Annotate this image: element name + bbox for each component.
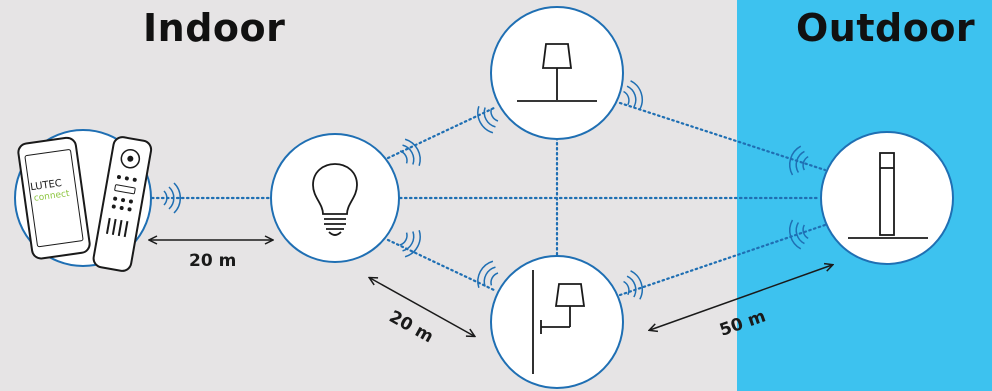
signal-wave-icon <box>477 106 499 134</box>
bollard-node <box>820 131 954 265</box>
distance-arrow-bulb-wall-lamp <box>370 278 474 336</box>
signal-wave-icon <box>623 270 643 300</box>
smartphone-icon: LUTEC connect <box>17 136 91 260</box>
signal-wave-icon <box>477 260 499 288</box>
distance-label-wall-lamp-bollard: 50 m <box>717 306 768 340</box>
signal-wave-icon <box>789 145 809 176</box>
phone-brand-name: LUTEC <box>30 178 63 193</box>
link-wall-lamp-bollard <box>618 223 827 297</box>
signal-wave-icon <box>399 138 421 166</box>
link-table-lamp-bollard <box>618 101 827 172</box>
signal-wave-icon <box>399 230 421 258</box>
distance-label-remote-bulb: 20 m <box>189 251 236 271</box>
wall-lamp-node <box>490 255 624 389</box>
distance-label-bulb-wall-lamp: 20 m <box>386 307 437 347</box>
light-bulb-icon <box>312 163 358 236</box>
outdoor-zone-title: Outdoor <box>796 6 976 50</box>
remote-control-icon <box>92 136 153 272</box>
bulb-node <box>270 133 400 263</box>
garden-bollard-icon <box>848 152 928 239</box>
link-bulb-wall-lamp <box>386 238 496 292</box>
signal-wave-icons <box>163 80 809 300</box>
indoor-zone-title: Indoor <box>143 6 286 50</box>
table-lamp-node <box>490 6 624 140</box>
signal-wave-icon <box>789 219 809 250</box>
table-lamp-icon <box>517 43 597 102</box>
signal-wave-icon <box>163 182 181 214</box>
distance-arrow-wall-lamp-bollard <box>650 265 832 330</box>
signal-wave-icon <box>623 80 643 110</box>
controllers-node: LUTEC connect <box>14 129 153 272</box>
wall-lamp-icon <box>532 270 586 374</box>
link-bulb-table-lamp <box>386 106 496 160</box>
